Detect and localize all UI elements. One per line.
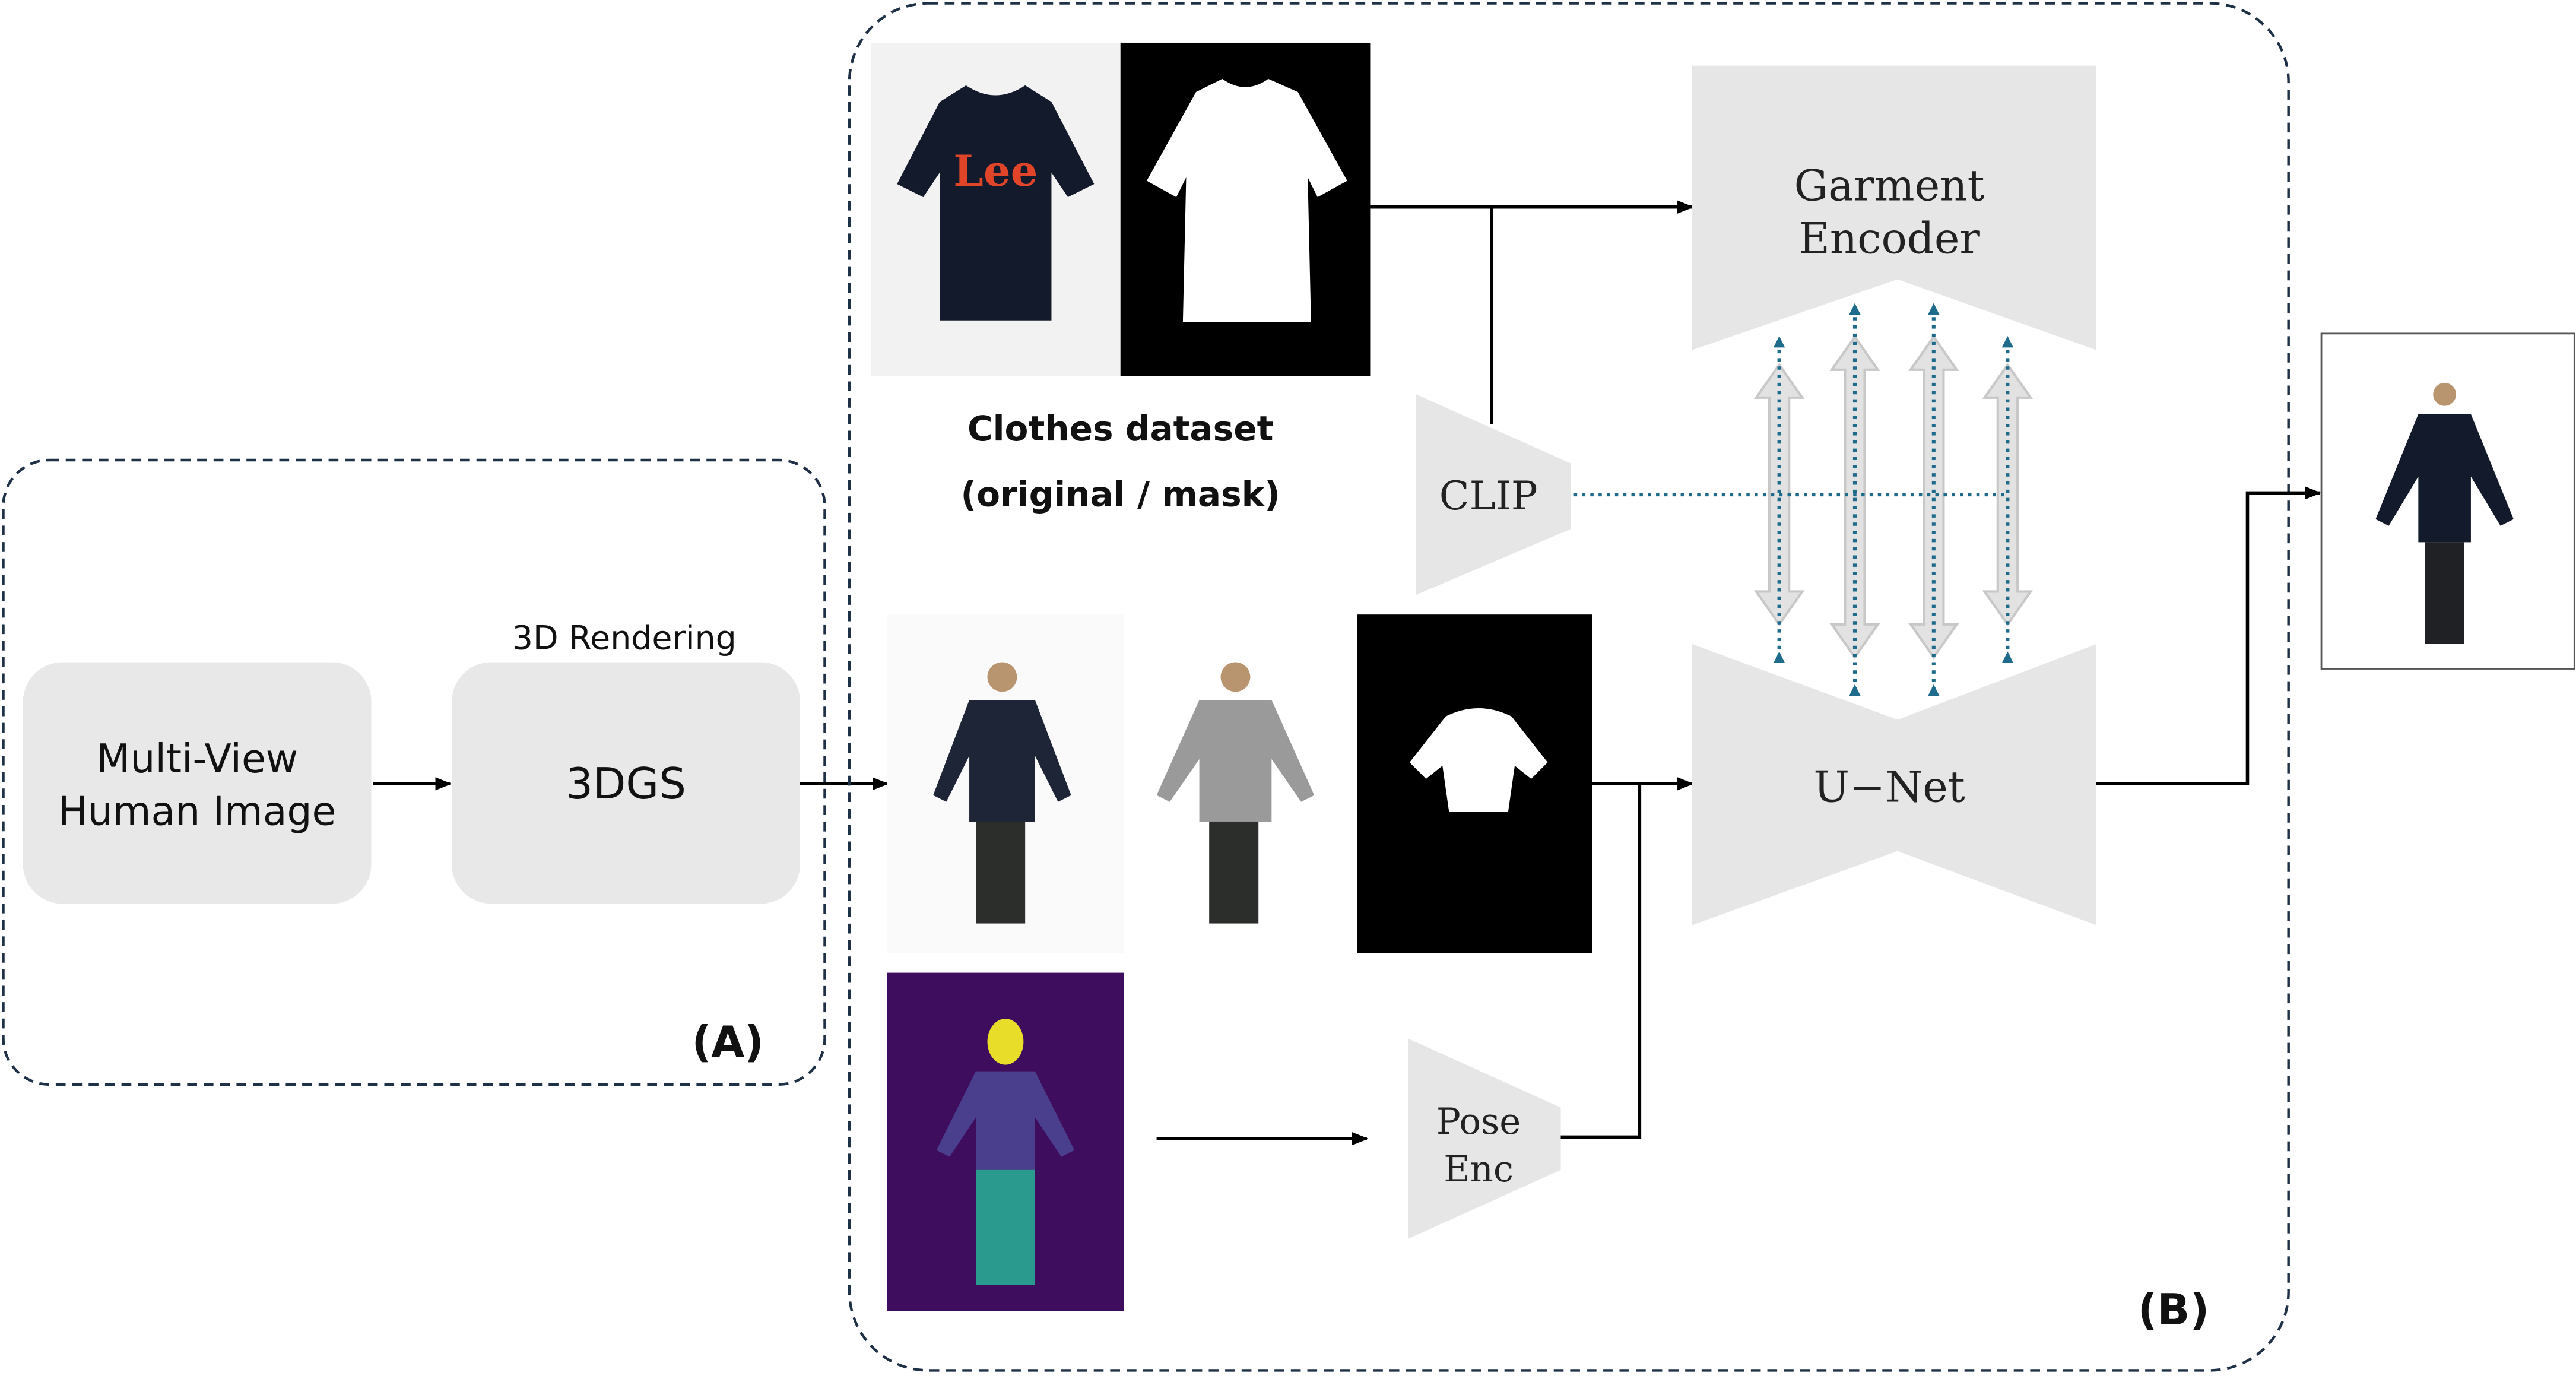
garment-encoder-line2: Encoder (1798, 213, 1980, 263)
pose-encoder-line2: Enc (1444, 1148, 1514, 1190)
arrow-unet-to-output (2096, 486, 2322, 786)
multi-view-line2: Human Image (58, 788, 337, 834)
garment-encoder-line1: Garment (1794, 161, 1985, 211)
pose-encoder-node: Pose Enc (1408, 1038, 1561, 1239)
shirt-logo-lettering: Lee (953, 145, 1038, 196)
3dgs-node: 3DGS (452, 662, 800, 904)
clothes-dataset-line1: Clothes dataset (967, 408, 1273, 449)
pose-encoder-line1: Pose (1436, 1101, 1521, 1143)
shirt-photo: Lee (870, 42, 1121, 376)
section-a-label: (A) (691, 1017, 763, 1067)
agnostic-mask (1357, 614, 1592, 953)
section-b-label: (B) (2138, 1285, 2210, 1335)
unet-label: U−Net (1813, 762, 1965, 812)
rendering-caption: 3D Rendering (512, 619, 737, 657)
multi-view-line1: Multi-View (96, 736, 298, 782)
section-b-frame (848, 2, 2290, 1372)
section-a-frame (2, 458, 826, 1086)
clip-node: CLIP (1416, 394, 1571, 595)
attention-links (1753, 334, 2033, 660)
output-image (2320, 332, 2575, 670)
clothes-dataset-line2: (original / mask) (961, 474, 1280, 515)
shirt-mask (1120, 42, 1371, 376)
clip-label: CLIP (1439, 473, 1538, 519)
connector-pose-to-unet (1560, 784, 1642, 1139)
garment-encoder-node: Garment Encoder (1692, 65, 2096, 350)
densepose-map (887, 972, 1124, 1311)
unet-node: U−Net (1692, 644, 2096, 925)
multi-view-node: Multi-View Human Image (23, 662, 372, 904)
3dgs-label: 3DGS (566, 759, 686, 809)
gray-garment-human (1124, 614, 1360, 953)
rendered-human (887, 614, 1124, 953)
